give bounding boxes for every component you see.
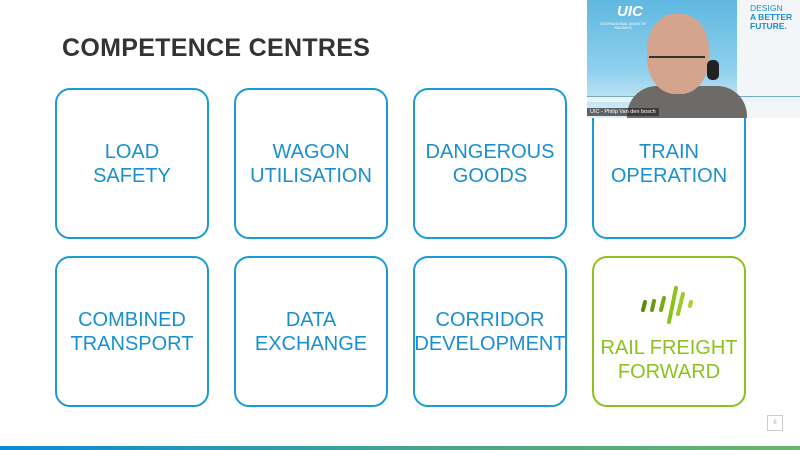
card-label: FORWARD — [617, 360, 721, 383]
glasses-icon — [649, 56, 705, 70]
uic-logo-subtitle: INTERNATIONAL UNION OF RAILWAYS — [600, 22, 646, 30]
uic-logo: UIC — [617, 3, 643, 20]
participant-video[interactable]: UIC INTERNATIONAL UNION OF RAILWAYS DESI… — [587, 0, 800, 118]
slogan-line: FUTURE. — [750, 21, 787, 31]
page-number: 6 — [767, 415, 783, 431]
slogan-line: DESIGN — [750, 3, 783, 13]
card-label: TRAIN — [639, 140, 699, 163]
card-label: WAGON — [272, 140, 350, 163]
slogan: DESIGN A BETTER FUTURE. — [750, 4, 792, 31]
card-label: EXCHANGE — [254, 332, 368, 355]
card-label: TRANSPORT — [70, 332, 194, 355]
card-label: DANGEROUS — [425, 140, 555, 163]
footer-gradient-bar — [0, 446, 800, 450]
person-head — [647, 14, 709, 94]
slide-title: COMPETENCE CENTRES — [62, 34, 371, 62]
card-rail-freight-forward: RAIL FREIGHT FORWARD — [592, 256, 746, 407]
card-label: LOAD — [104, 140, 160, 163]
card-label: DATA — [285, 308, 337, 331]
card-label: SAFETY — [93, 164, 171, 187]
rail-freight-forward-logo-icon — [641, 285, 693, 324]
card-label: GOODS — [452, 164, 528, 187]
card-label: UTILISATION — [250, 164, 372, 187]
slogan-line: A BETTER — [750, 12, 793, 22]
card-label: COMBINED — [78, 308, 186, 331]
card-label: OPERATION — [610, 164, 728, 187]
card-label: DEVELOPMENT — [414, 332, 566, 355]
participant-name: UIC - Philip Van den bosch — [587, 108, 659, 116]
headset-icon — [707, 60, 719, 80]
card-label: RAIL FREIGHT — [600, 336, 738, 359]
card-label: CORRIDOR — [435, 308, 545, 331]
